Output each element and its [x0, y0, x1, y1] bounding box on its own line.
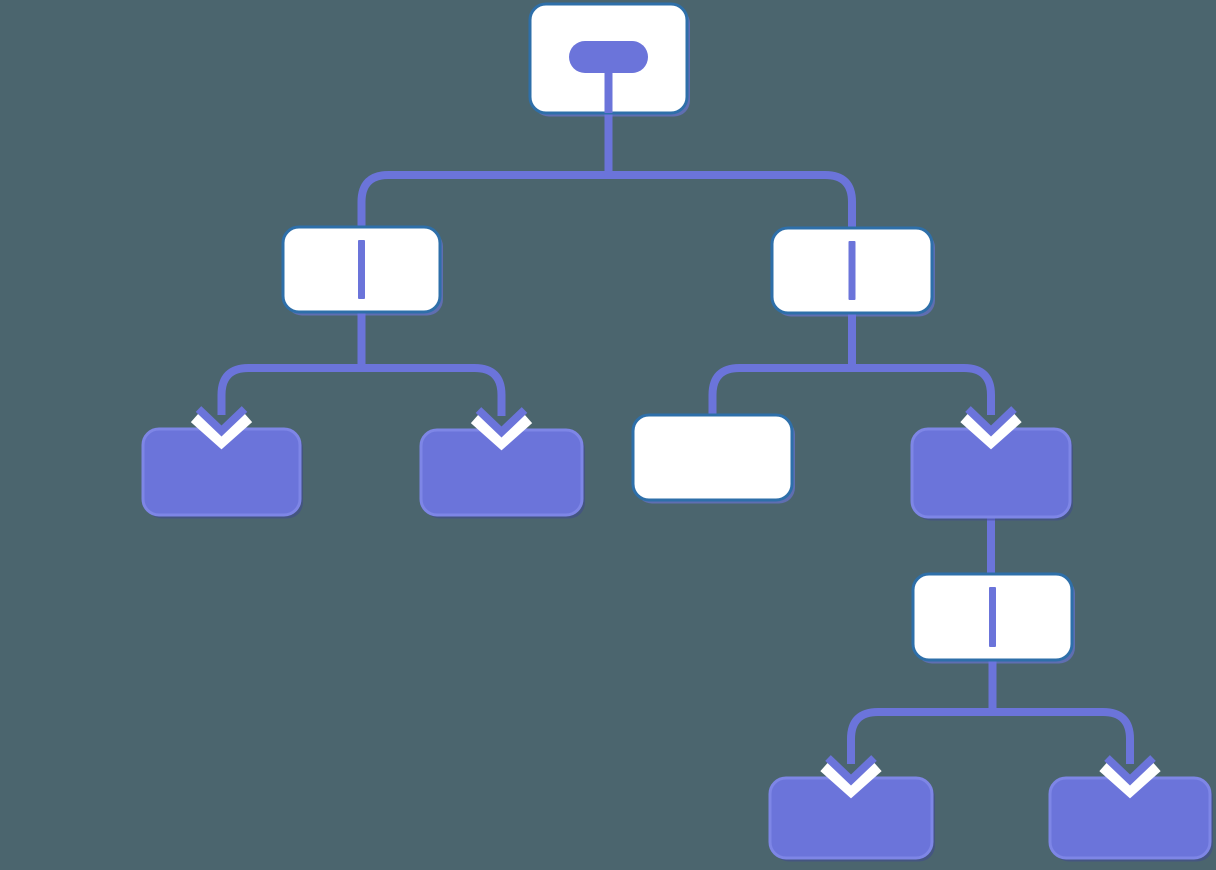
branch-node-left[interactable]: [281, 225, 443, 316]
target-node-d[interactable]: [910, 427, 1073, 521]
target-node-f[interactable]: [1048, 776, 1213, 862]
connector-edge: [847, 660, 997, 764]
node-bar-glyph: [358, 240, 365, 299]
chevron-white-stroke: [960, 413, 1022, 450]
chevron-white-stroke: [470, 414, 533, 451]
node-bar-glyph: [989, 587, 996, 647]
down-chevron-arrow-icon: [1099, 755, 1161, 799]
chevron-purple-stroke: [1104, 755, 1156, 786]
branch-node-right[interactable]: [770, 226, 935, 317]
chevron-purple-stroke: [475, 407, 528, 438]
plain-node-c[interactable]: [631, 413, 795, 504]
down-chevron-arrow-icon: [960, 406, 1022, 450]
down-chevron-arrow-icon: [190, 406, 253, 450]
connector-edge: [604, 113, 856, 230]
connector-edge: [988, 660, 1134, 764]
chevron-white-stroke: [1099, 762, 1161, 799]
down-chevron-arrow-icon: [470, 407, 533, 451]
root-node[interactable]: [528, 2, 690, 117]
arrow-layer: [190, 406, 1161, 799]
branch-node-bottom[interactable]: [911, 572, 1075, 664]
connector-edge: [217, 312, 366, 415]
connector-edge: [708, 313, 856, 417]
plain-node-c-card[interactable]: [631, 413, 794, 502]
target-node-e[interactable]: [768, 776, 935, 862]
connector-edge: [357, 312, 506, 416]
chevron-white-stroke: [820, 762, 882, 799]
down-chevron-arrow-icon: [820, 755, 882, 799]
connector-edge: [357, 113, 613, 229]
connector-edge: [848, 313, 995, 415]
target-node-a[interactable]: [141, 427, 303, 519]
node-layer: [141, 2, 1213, 862]
node-pill-stem: [604, 70, 613, 113]
node-pill-glyph: [569, 41, 648, 73]
chevron-purple-stroke: [195, 406, 248, 437]
node-bar-glyph: [848, 241, 856, 300]
chevron-white-stroke: [190, 413, 253, 450]
target-node-b[interactable]: [419, 428, 585, 519]
chevron-purple-stroke: [825, 755, 877, 786]
chevron-purple-stroke: [965, 406, 1017, 437]
edge-layer: [217, 113, 1134, 764]
